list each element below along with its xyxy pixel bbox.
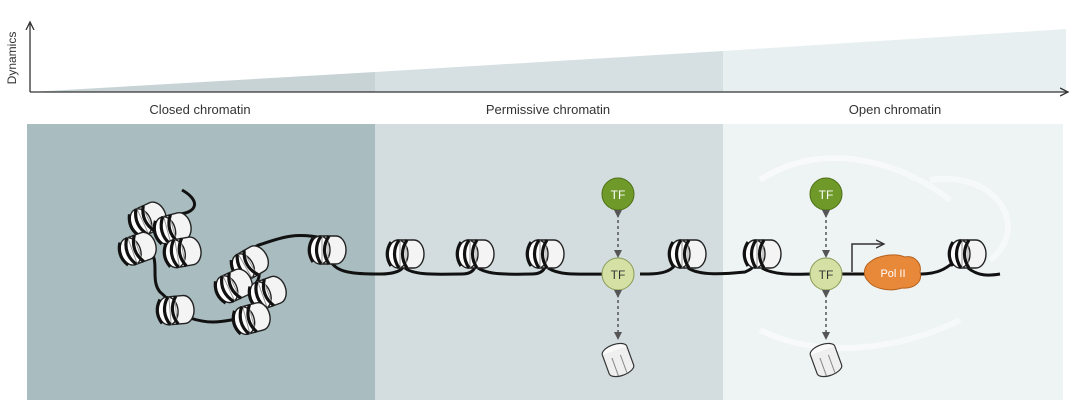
open-tf-group: TF TF <box>807 177 845 381</box>
closed-chromatin-label: Closed chromatin <box>149 102 250 117</box>
open-chromatin-label: Open chromatin <box>849 102 942 117</box>
y-axis-label: Dynamics <box>5 32 19 85</box>
permissive-chromatin-label: Permissive chromatin <box>486 102 610 117</box>
pol2-complex: Pol II <box>863 254 922 291</box>
region-divider-band <box>27 94 1063 124</box>
background-swirls <box>758 155 1011 352</box>
dynamics-wedge-closed <box>30 72 375 92</box>
pol2-label: Pol II <box>880 268 905 280</box>
dynamics-wedge-permissive <box>375 51 723 92</box>
tf-free-open-label: TF <box>819 188 834 202</box>
permissive-tf-group: TF TF <box>599 177 637 381</box>
pol2-blob <box>863 254 922 291</box>
linear-dna-strand <box>320 237 1001 277</box>
transcription-start-arrow <box>851 244 884 272</box>
tf-bound-permissive-label: TF <box>611 268 626 282</box>
tf-bound-open-label: TF <box>819 268 834 282</box>
dynamics-wedge-open <box>723 29 1066 92</box>
tf-free-permissive-label: TF <box>611 188 626 202</box>
